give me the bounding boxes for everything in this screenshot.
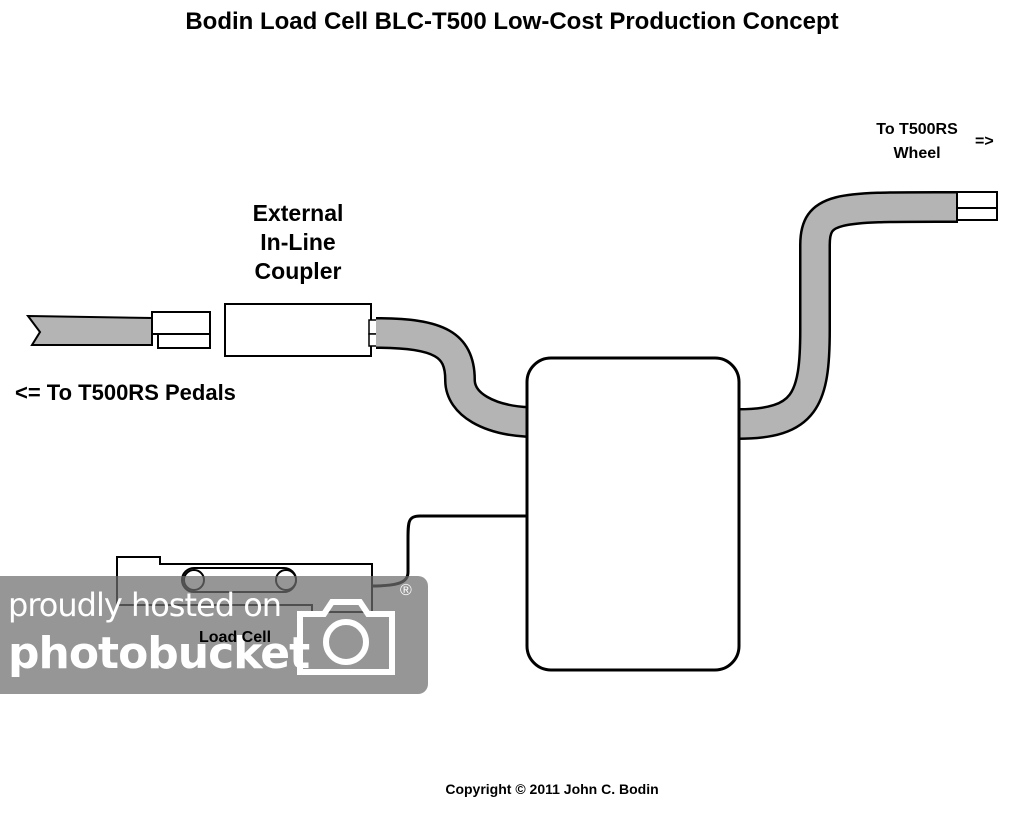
central-hub-box (525, 356, 741, 672)
pedal-cable (25, 314, 153, 346)
wheel-label: To T500RS Wheel (862, 118, 972, 166)
registered-mark: ® (400, 582, 412, 599)
camera-icon (297, 599, 395, 675)
pedals-label: <= To T500RS Pedals (15, 380, 236, 405)
load-cell-label: Load Cell (199, 629, 272, 646)
wheel-cable-plug (956, 191, 998, 221)
wheel-arrow: => (975, 133, 994, 150)
copyright-notice: Copyright © 2011 John C. Bodin (445, 781, 659, 797)
wheel-cable-fill (737, 193, 959, 438)
diagram-title: Bodin Load Cell BLC-T500 Low-Cost Produc… (185, 8, 839, 35)
pedal-cable-plug (151, 311, 211, 349)
wheel-cable (737, 190, 959, 440)
wheel-label-line: To T500RS (876, 121, 958, 138)
coupler-label-line: Coupler (254, 258, 342, 284)
external-coupler (224, 303, 372, 357)
coupler-jack (368, 319, 378, 347)
photobucket-watermark: proudly hosted on photobucket ® (0, 576, 428, 694)
wheel-label-line: Wheel (893, 145, 941, 162)
coupler-label-line: External (252, 200, 344, 226)
watermark-line1: proudly hosted on (8, 586, 282, 624)
watermark-line2: photobucket (8, 628, 310, 679)
coupler-label: External In-Line Coupler (238, 199, 358, 286)
coupler-cable-fill (375, 319, 530, 436)
coupler-label-line: In-Line (260, 229, 336, 255)
